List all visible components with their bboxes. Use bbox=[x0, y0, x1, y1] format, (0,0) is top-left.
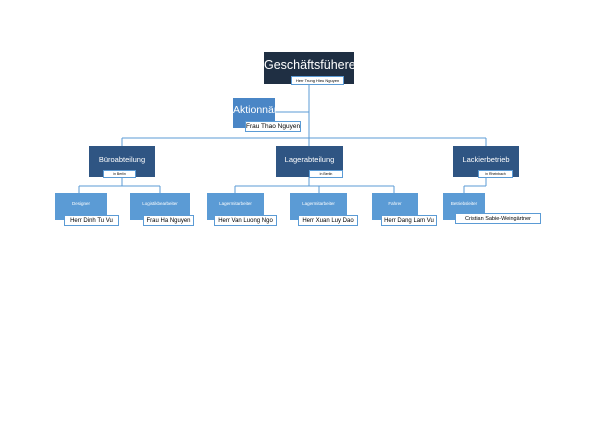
staff-name: Cristian Sabie-Weingärtner bbox=[455, 213, 541, 224]
staff-name: Herr Xuan Luy Dao bbox=[298, 215, 358, 226]
department-title: Büroabteilung bbox=[98, 155, 146, 164]
department-location: in Berlin bbox=[309, 170, 343, 178]
staff-role: Fahrer bbox=[388, 201, 402, 206]
staff-role: Lagermitarbeiter bbox=[302, 201, 335, 206]
department-title: Lagerabteilung bbox=[284, 155, 335, 164]
staff-name: Frau Ha Nguyen bbox=[143, 215, 194, 226]
staff-role: Betriebsleiter bbox=[450, 201, 478, 206]
ceo-name: Herr Trung Hieu Nguyen bbox=[291, 76, 344, 85]
department-location: in Berlin bbox=[103, 170, 136, 178]
staff-role: Designer bbox=[71, 201, 90, 206]
staff-role: Logistikbearbeiter bbox=[142, 201, 178, 206]
staff-role: Lagermitarbeiter bbox=[219, 201, 252, 206]
department-title: Lackierbetrieb bbox=[462, 155, 510, 164]
department-location: in Rheinbach bbox=[478, 170, 513, 178]
ceo-title: Geschäftsfüherer bbox=[264, 58, 360, 72]
staff-name: Herr Dang Lam Vu bbox=[381, 215, 437, 226]
shareholder-title: Aktionnär bbox=[233, 104, 278, 116]
staff-name: Herr Dinh Tu Vu bbox=[64, 215, 119, 226]
shareholder-name: Frau Thao Nguyen bbox=[245, 121, 301, 132]
staff-name: Herr Van Luong Ngo bbox=[214, 215, 277, 226]
